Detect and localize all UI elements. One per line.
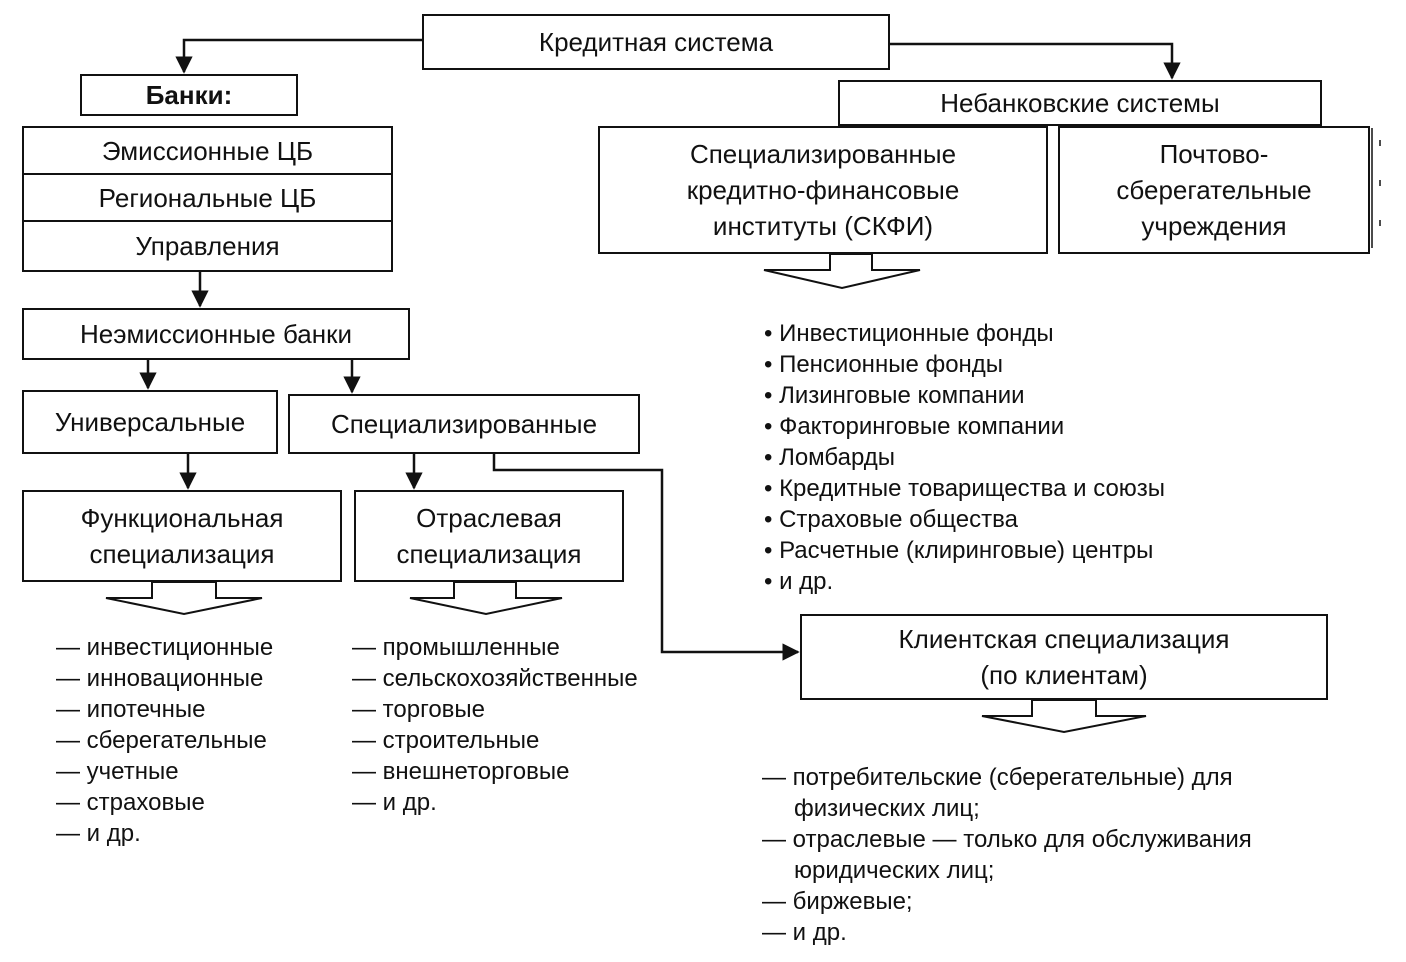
banks-header-box: Банки: bbox=[80, 74, 298, 116]
list-item: внешнеторговые bbox=[352, 756, 638, 787]
list-item: Пенсионные фонды bbox=[764, 349, 1165, 380]
list-item: страховые bbox=[56, 787, 273, 818]
block-arrow-functional bbox=[105, 581, 263, 616]
block-arrow-sectoral bbox=[409, 581, 563, 616]
list-item: промышленные bbox=[352, 632, 638, 663]
list-item: Расчетные (клиринговые) центры bbox=[764, 535, 1165, 566]
non-emission-banks-box: Неэмиссионные банки bbox=[22, 308, 410, 360]
specialized-banks-box: Специализированные bbox=[288, 394, 640, 454]
postal-savings-box: Почтово- сберегательные учреждения bbox=[1058, 126, 1370, 254]
universal-banks-box: Универсальные bbox=[22, 390, 278, 454]
list-item: Лизинговые компании bbox=[764, 380, 1165, 411]
block-arrow-skfi bbox=[763, 253, 921, 290]
list-item: потребительские (сберегательные) для физ… bbox=[762, 762, 1252, 824]
list-item: инвестиционные bbox=[56, 632, 274, 663]
list-item: сберегательные bbox=[56, 725, 273, 756]
central-bank-regional-box: Региональные ЦБ bbox=[22, 173, 393, 222]
list-item: и др. bbox=[352, 787, 638, 818]
arrow-to-client bbox=[492, 454, 800, 661]
credit-system-box: Кредитная система bbox=[422, 14, 890, 70]
non-bank-systems-box: Небанковские системы bbox=[838, 80, 1322, 126]
list-item: Инвестиционные фонды bbox=[764, 318, 1165, 349]
list-item: строительные bbox=[352, 725, 638, 756]
list-item: и др. bbox=[762, 917, 1252, 948]
list-item: биржевые; bbox=[762, 886, 1252, 917]
block-arrow-client bbox=[981, 699, 1147, 734]
sectoral-types-list: промышленные сельскохозяйственные торгов… bbox=[352, 632, 638, 818]
functional-types-list: инвестиционные инновационные ипотечные с… bbox=[56, 632, 274, 849]
client-specialization-box: Клиентская специализация (по клиентам) bbox=[800, 614, 1328, 700]
skfi-box: Специализированные кредитно-финансовые и… bbox=[598, 126, 1048, 254]
arrow-root-to-banks bbox=[175, 38, 422, 74]
list-item: и др. bbox=[764, 566, 1165, 597]
central-bank-departments-box: Управления bbox=[22, 220, 393, 272]
list-item: Кредитные товарищества и союзы bbox=[764, 473, 1165, 504]
list-item: Страховые общества bbox=[764, 504, 1165, 535]
list-item: Факторинговые компании bbox=[764, 411, 1165, 442]
skfi-types-list: Инвестиционные фонды Пенсионные фонды Ли… bbox=[764, 318, 1165, 597]
list-item: сельскохозяйственные bbox=[352, 663, 638, 694]
list-item: ипотечные bbox=[56, 694, 273, 725]
scan-edge bbox=[1371, 128, 1381, 248]
client-types-list: потребительские (сберегательные) для физ… bbox=[762, 762, 1252, 948]
central-bank-emission-box: Эмиссионные ЦБ bbox=[22, 126, 393, 175]
list-item: отраслевые — только для обслуживания юри… bbox=[762, 824, 1252, 886]
list-item: Ломбарды bbox=[764, 442, 1165, 473]
list-item: и др. bbox=[56, 818, 273, 849]
functional-specialization-box: Функциональная специализация bbox=[22, 490, 342, 582]
arrow-root-to-nonbank bbox=[890, 42, 1181, 80]
list-item: торговые bbox=[352, 694, 638, 725]
list-item: учетные bbox=[56, 756, 273, 787]
list-item: инновационные bbox=[56, 663, 273, 694]
sectoral-specialization-box: Отраслевая специализация bbox=[354, 490, 624, 582]
